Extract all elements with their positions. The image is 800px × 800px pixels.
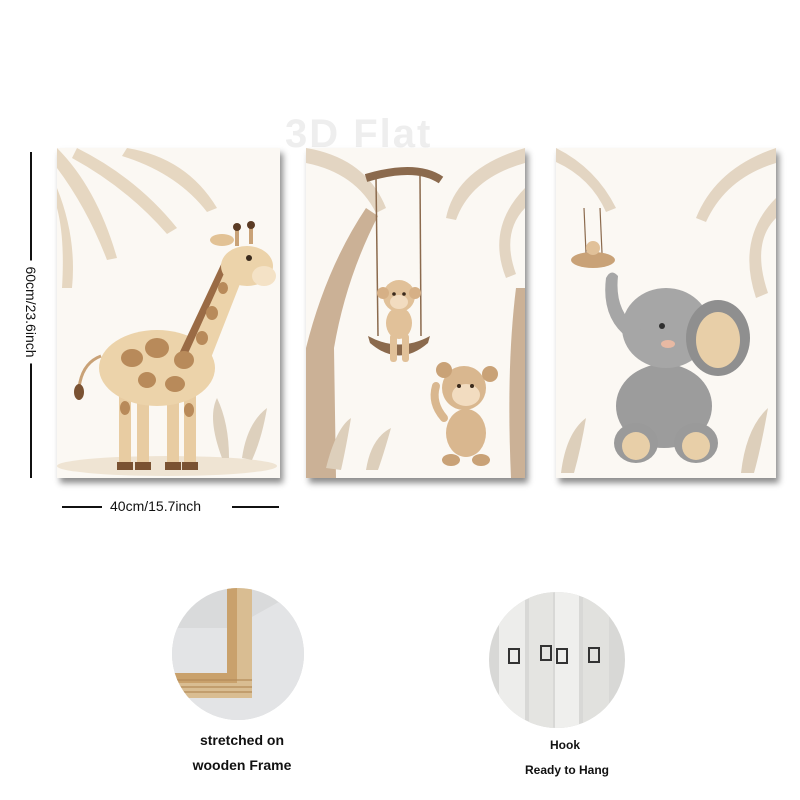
frame-caption-line2: wooden Frame [192, 757, 292, 773]
canvas-panel-giraffe [57, 148, 280, 478]
wooden-frame-icon [172, 588, 304, 720]
canvas-panel-monkeys [306, 148, 525, 478]
hook-caption-line2: Ready to Hang [524, 763, 609, 777]
height-dimension-label: 60cm/23.6inch [23, 260, 39, 364]
width-dimension-line-left [62, 506, 102, 508]
hook-caption-line1: Hook [550, 738, 580, 752]
giraffe-illustration [57, 148, 277, 476]
frame-caption-line1: stretched on [199, 732, 284, 748]
elephant-illustration [556, 148, 776, 473]
wooden-frame-photo [172, 588, 304, 720]
canvas-panel-elephant [556, 148, 776, 478]
hook-photo [489, 592, 625, 728]
width-dimension-line-right [232, 506, 279, 508]
monkeys-illustration [306, 148, 525, 478]
width-dimension-label: 40cm/15.7inch [110, 498, 202, 514]
hook-icon [489, 592, 625, 728]
